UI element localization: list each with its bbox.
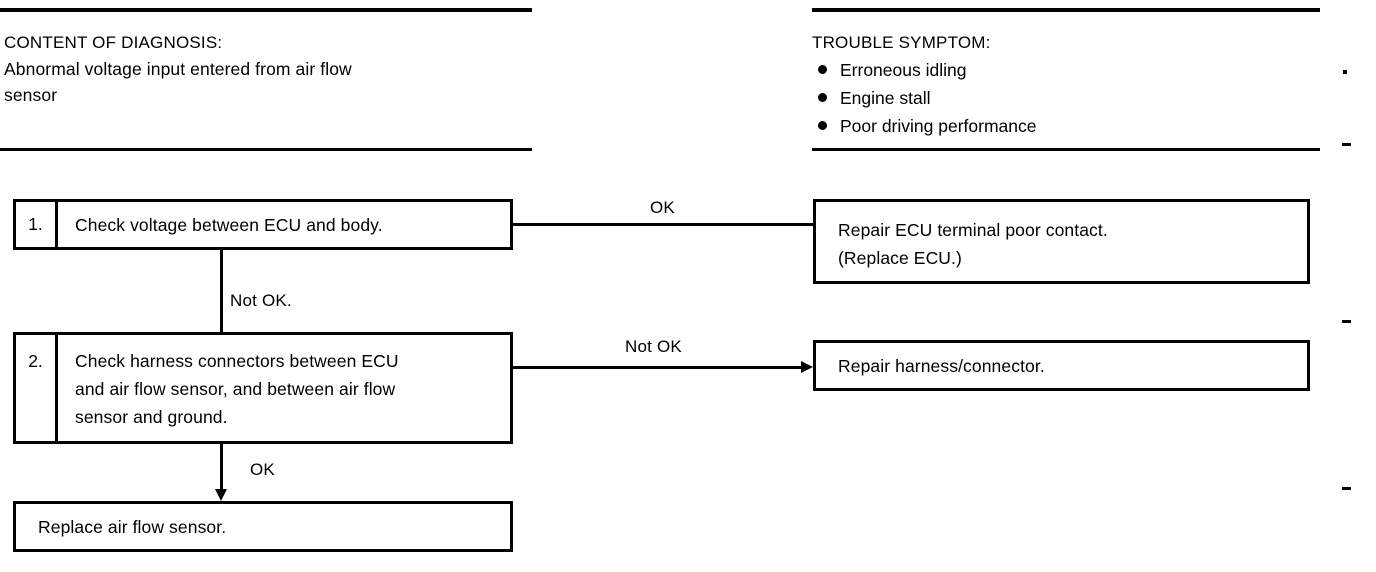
result-1-line-1: Repair ECU terminal poor contact. xyxy=(838,220,1108,240)
bullet-icon xyxy=(818,121,827,130)
terminal-text: Replace air flow sensor. xyxy=(16,504,510,549)
left-header-bottom-rule xyxy=(0,148,532,151)
margin-tick-mark xyxy=(1343,70,1347,74)
result-2-line-1: Repair harness/connector. xyxy=(838,355,1045,376)
flowchart-result-1-box: Repair ECU terminal poor contact. (Repla… xyxy=(813,199,1310,284)
connector-label-notok-step2: Not OK xyxy=(625,337,682,356)
margin-tick-mark xyxy=(1342,320,1351,323)
right-header-top-rule xyxy=(812,8,1320,12)
symptom-label: Erroneous idling xyxy=(840,60,967,80)
step-2-text: Check harness connectors between ECU and… xyxy=(61,335,510,441)
symptom-label: Poor driving performance xyxy=(840,116,1037,136)
connector-step1-to-step2 xyxy=(220,250,223,332)
step-2-line-3: sensor and ground. xyxy=(75,407,228,427)
left-header-top-rule xyxy=(0,8,532,12)
connector-label-ok-step1: OK xyxy=(650,198,675,217)
content-of-diagnosis-title: CONTENT OF DIAGNOSIS: xyxy=(4,33,223,52)
terminal-line-1: Replace air flow sensor. xyxy=(38,516,227,537)
result-2-text: Repair harness/connector. xyxy=(816,343,1307,388)
step-1-text: Check voltage between ECU and body. xyxy=(61,202,510,247)
list-item: Engine stall xyxy=(812,84,1036,112)
result-1-line-2: (Replace ECU.) xyxy=(838,248,962,268)
step-2-line-1: Check harness connectors between ECU xyxy=(75,351,399,371)
connector-step2-to-terminal xyxy=(220,444,223,490)
arrow-head-down-icon xyxy=(215,489,227,501)
step-2-number: 2. xyxy=(16,335,58,441)
connector-step2-to-result2 xyxy=(513,366,803,369)
bullet-icon xyxy=(818,93,827,102)
trouble-symptom-list: Erroneous idling Engine stall Poor drivi… xyxy=(812,56,1036,140)
list-item: Poor driving performance xyxy=(812,112,1036,140)
flowchart-step-1-box: 1. Check voltage between ECU and body. xyxy=(13,199,513,250)
step-1-line-1: Check voltage between ECU and body. xyxy=(75,214,383,235)
content-of-diagnosis-line-2: sensor xyxy=(4,85,58,105)
connector-label-notok-step1: Not OK. xyxy=(230,291,292,310)
trouble-symptom-title: TROUBLE SYMPTOM: xyxy=(812,33,991,52)
symptom-label: Engine stall xyxy=(840,88,931,108)
result-1-text: Repair ECU terminal poor contact. (Repla… xyxy=(816,202,1307,281)
margin-tick-mark xyxy=(1342,487,1351,490)
flowchart-step-2-box: 2. Check harness connectors between ECU … xyxy=(13,332,513,444)
step-1-number: 1. xyxy=(16,202,58,247)
connector-label-ok-step2: OK xyxy=(250,460,275,479)
flowchart-terminal-box: Replace air flow sensor. xyxy=(13,501,513,552)
connector-step1-to-result1 xyxy=(513,223,813,226)
content-of-diagnosis-line-1: Abnormal voltage input entered from air … xyxy=(4,59,352,79)
right-header-bottom-rule xyxy=(812,148,1320,151)
flowchart-result-2-box: Repair harness/connector. xyxy=(813,340,1310,391)
arrow-head-right-icon xyxy=(801,361,813,373)
bullet-icon xyxy=(818,65,827,74)
list-item: Erroneous idling xyxy=(812,56,1036,84)
step-2-line-2: and air flow sensor, and between air flo… xyxy=(75,379,396,399)
margin-tick-mark xyxy=(1342,143,1351,146)
